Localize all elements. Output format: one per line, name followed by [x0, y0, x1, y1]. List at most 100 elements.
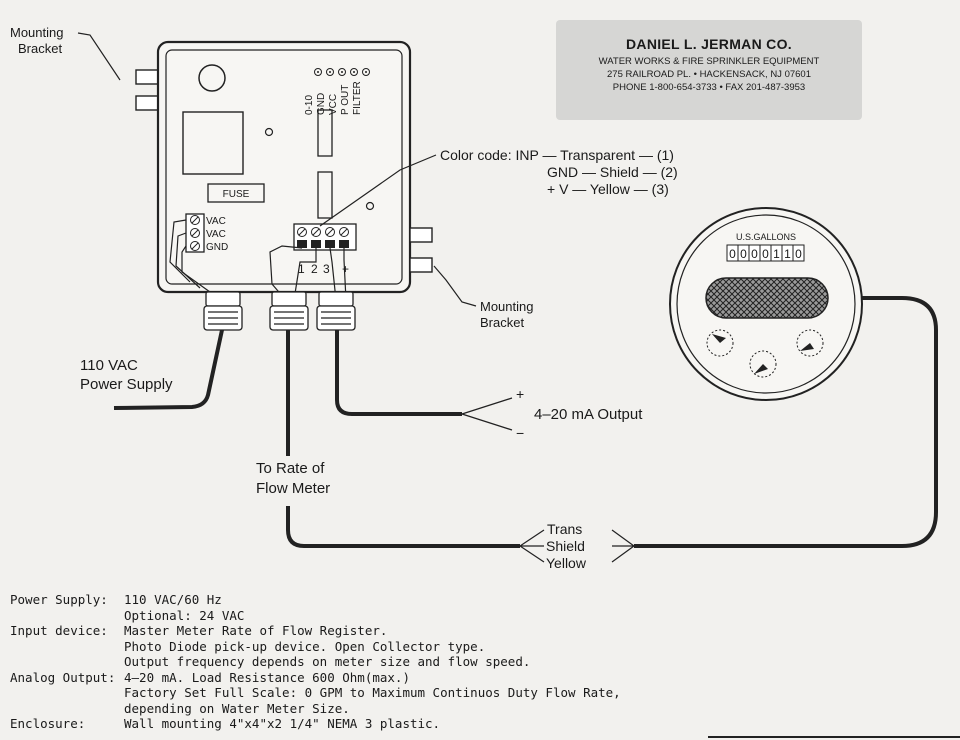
bracket-top-leader: [77, 32, 121, 81]
company-phone: PHONE 1-800-654-3733 • FAX 201-487-3953: [612, 82, 806, 93]
color-code-line-2: GND — Shield — (2): [547, 164, 678, 180]
bottom-rule: [708, 736, 960, 738]
bracket-tab-top-a: [135, 69, 159, 85]
term-top-label-5: FILTER: [352, 81, 363, 115]
spec-row: Enclosure: Wall mounting 4"x4"x2 1/4" NEM…: [10, 716, 730, 732]
term-top-label-2: GND: [316, 93, 327, 115]
spec-row: Analog Output: 4–20 mA. Load Resistance 6…: [10, 670, 730, 686]
sensor-window: [705, 277, 829, 319]
input-terminal-block: 1 2 3 +: [269, 223, 357, 301]
spec-value: 110 VAC/60 Hz: [124, 592, 222, 607]
dial-left-icon: [706, 329, 734, 357]
odometer-digit: 0: [751, 247, 758, 261]
mounting-hole: [198, 64, 226, 92]
term-top-label-4: P OUT: [340, 85, 351, 115]
odometer-digit: 1: [773, 247, 780, 261]
spec-value: Wall mounting 4"x4"x2 1/4" NEMA 3 plasti…: [124, 716, 441, 731]
spec-label: [10, 608, 124, 624]
odometer-digit: 1: [784, 247, 791, 261]
bracket-right-leader: [433, 265, 477, 307]
odometer-digit: 0: [729, 247, 736, 261]
spec-label: Power Supply:: [10, 592, 108, 607]
wire-label-trans: Trans: [547, 521, 582, 537]
spec-row: Power Supply: 110 VAC/60 Hz: [10, 592, 730, 608]
in-term-label-2: 2: [311, 262, 318, 276]
spec-row: Input device: Master Meter Rate of Flow R…: [10, 623, 730, 639]
bracket-right-label-2: Bracket: [480, 315, 524, 330]
component-upper: [317, 109, 333, 157]
spec-value: Optional: 24 VAC: [124, 607, 245, 623]
spec-label: Analog Output:: [10, 669, 116, 685]
output-label: 4–20 mA Output: [534, 406, 643, 423]
transformer: [182, 111, 244, 175]
component-lower: [317, 171, 333, 219]
to-rate-label-2: Flow Meter: [256, 480, 330, 497]
to-rate-label-1: To Rate of: [256, 460, 325, 477]
spec-row: Output frequency depends on meter size a…: [10, 654, 730, 670]
power-label-1: 110 VAC: [80, 357, 138, 374]
water-meter-register: U.S.GALLONS 0 0 0 0 1 1 0: [669, 207, 863, 401]
fuse-holder: [207, 183, 265, 203]
company-tagline: WATER WORKS & FIRE SPRINKLER EQUIPMENT: [598, 56, 820, 67]
ac-term-label-2: VAC: [206, 229, 226, 240]
odometer-digit: 0: [740, 247, 747, 261]
dial-center-icon: [749, 350, 777, 378]
cable-glands: [203, 291, 356, 331]
color-code-line-1: Color code: INP — Transparent — (1): [440, 147, 674, 163]
ac-term-label-3: GND: [206, 242, 228, 253]
spec-row: Optional: 24 VAC: [10, 608, 730, 624]
output-cable: [335, 330, 462, 416]
company-stamp: DANIEL L. JERMAN CO. WATER WORKS & FIRE …: [556, 20, 862, 120]
bracket-tab-right-b: [409, 257, 433, 273]
power-cable: [113, 329, 224, 410]
output-plus: +: [516, 386, 524, 402]
spec-label: Input device:: [10, 623, 108, 638]
ac-terminal-block: VAC VAC GND: [169, 213, 228, 293]
odometer-digit: 0: [795, 247, 802, 261]
bracket-top-label-1: Mounting: [10, 25, 63, 40]
bracket-tab-right-a: [409, 227, 433, 243]
odometer-digit: 0: [762, 247, 769, 261]
spec-label: [10, 654, 124, 670]
specifications: Power Supply: 110 VAC/60 Hz Optional: 24 …: [10, 592, 730, 732]
bracket-tab-top-b: [135, 95, 159, 111]
power-label-2: Power Supply: [80, 376, 173, 393]
company-name: DANIEL L. JERMAN CO.: [626, 36, 792, 52]
dial-right-icon: [796, 329, 824, 357]
color-code-leader: [319, 154, 437, 227]
in-term-label-1: 1: [298, 262, 305, 276]
enclosure-box: FUSE: [156, 40, 412, 294]
top-terminal-labels: 0-10 GND VCC P OUT FILTER: [304, 68, 370, 115]
spec-label: [10, 685, 124, 701]
bracket-right-label-1: Mounting: [480, 299, 533, 314]
spec-label: [10, 701, 124, 717]
spec-label: Enclosure:: [10, 716, 86, 731]
spec-row: depending on Water Meter Size.: [10, 701, 730, 717]
output-minus: −: [516, 425, 524, 441]
term-top-label-3: VCC: [328, 94, 339, 115]
spec-value: 4–20 mA. Load Resistance 600 Ohm(max.): [124, 669, 410, 685]
fuse-label: FUSE: [223, 189, 250, 200]
meter-title: U.S.GALLONS: [736, 232, 796, 242]
spec-value: Photo Diode pick-up device. Open Collect…: [124, 638, 486, 654]
odometer: 0 0 0 0 1 1 0: [726, 244, 805, 262]
wire-label-yellow: Yellow: [546, 555, 587, 571]
color-code-line-3: + V — Yellow — (3): [547, 181, 669, 197]
spec-row: Factory Set Full Scale: 0 GPM to Maximum…: [10, 685, 730, 701]
meter-cable: [634, 296, 938, 548]
spec-value: depending on Water Meter Size.: [124, 700, 350, 716]
ac-term-label-1: VAC: [206, 216, 226, 227]
spec-label: [10, 639, 124, 655]
term-top-label-1: 0-10: [304, 95, 315, 115]
spec-value: Factory Set Full Scale: 0 GPM to Maximum…: [124, 685, 621, 700]
spec-value: Master Meter Rate of Flow Register.: [124, 623, 388, 638]
spec-value: Output frequency depends on meter size a…: [124, 654, 531, 669]
in-term-label-4: +: [342, 262, 349, 276]
bracket-top-label-2: Bracket: [18, 41, 62, 56]
flow-meter-cable-b: [286, 506, 520, 548]
wire-label-shield: Shield: [546, 538, 585, 554]
in-term-label-3: 3: [323, 262, 330, 276]
company-address: 275 RAILROAD PL. • HACKENSACK, NJ 07601: [607, 69, 811, 80]
spec-row: Photo Diode pick-up device. Open Collect…: [10, 639, 730, 655]
